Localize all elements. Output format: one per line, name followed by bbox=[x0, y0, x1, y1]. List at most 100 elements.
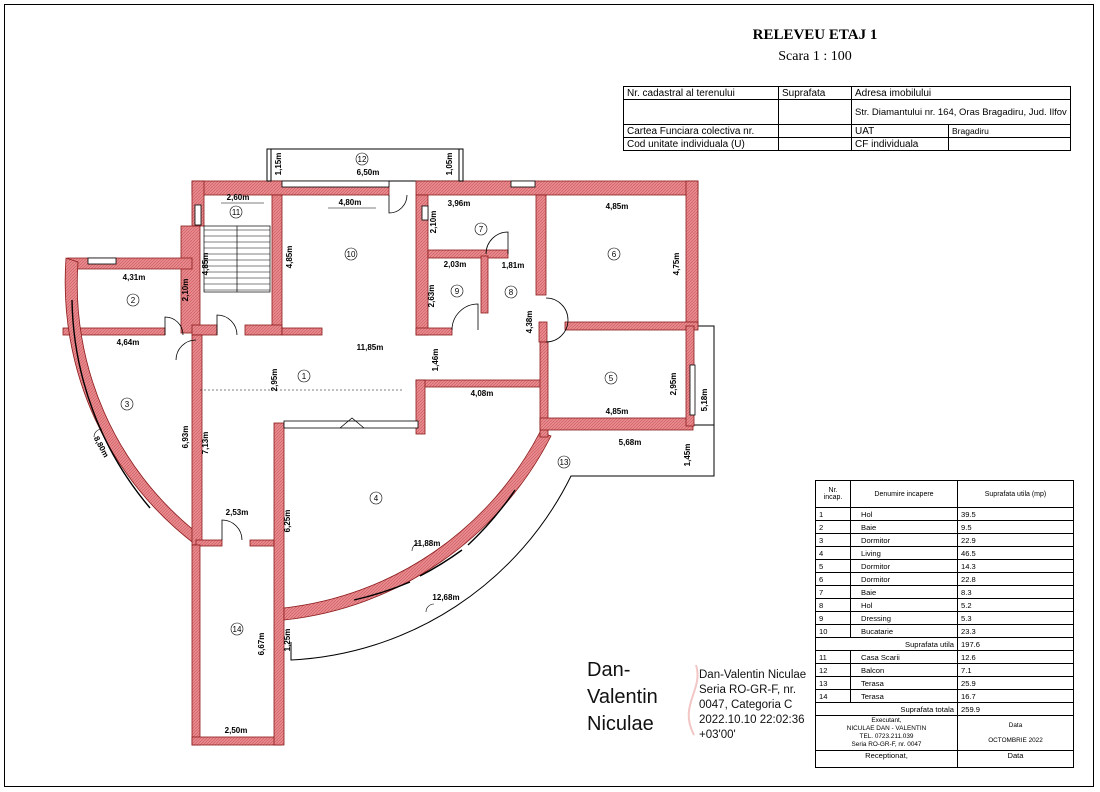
wall bbox=[415, 379, 542, 388]
legend-nr: 2 bbox=[815, 520, 851, 534]
legend-nr: 10 bbox=[815, 624, 851, 638]
legend-name: Dormitor bbox=[850, 572, 958, 586]
door-swing bbox=[175, 339, 197, 361]
legend-nr: 6 bbox=[815, 572, 851, 586]
dimension-label: 6,93m bbox=[181, 426, 190, 449]
legend-area: 22.9 bbox=[957, 533, 1074, 547]
dimension-label: 4,80m bbox=[339, 198, 362, 207]
legend-nr: 12 bbox=[815, 663, 851, 677]
wall bbox=[244, 324, 283, 336]
dimension-label: 2,95m bbox=[669, 373, 678, 396]
legend-name: Hol bbox=[850, 598, 958, 612]
wall bbox=[271, 194, 283, 333]
svg-text:4: 4 bbox=[374, 494, 379, 503]
dimension-label: 11,85m bbox=[357, 343, 384, 352]
svg-text:6: 6 bbox=[612, 250, 617, 259]
executant-line: Executant, bbox=[871, 717, 902, 724]
window bbox=[689, 364, 696, 416]
room-number: 6 bbox=[607, 247, 621, 261]
dimension-label: 12,68m bbox=[432, 593, 459, 602]
dimension-label: 4,08m bbox=[471, 389, 494, 398]
legend-area: 25.9 bbox=[957, 676, 1074, 690]
legend-area: 23.3 bbox=[957, 624, 1074, 638]
door-swing bbox=[485, 231, 509, 255]
legend-nr: 5 bbox=[815, 559, 851, 573]
legend-area: 46.5 bbox=[957, 546, 1074, 560]
balcony-ends bbox=[266, 148, 464, 182]
legend-nr: 1 bbox=[815, 507, 851, 521]
dimension-label: 2,60m bbox=[227, 193, 250, 202]
legend-name: Bucatarie bbox=[850, 624, 958, 638]
legend-col-area: Suprafata utila (mp) bbox=[957, 480, 1074, 508]
wall bbox=[191, 736, 282, 746]
room-number: 3 bbox=[120, 397, 134, 411]
drawing-title: RELEVEU ETAJ 1 bbox=[752, 27, 878, 43]
door-swing bbox=[451, 303, 479, 331]
dimension-label: 6,50m bbox=[357, 168, 380, 177]
date-label: Data bbox=[1008, 722, 1023, 729]
svg-text:13: 13 bbox=[560, 458, 569, 467]
walls bbox=[62, 180, 699, 746]
dimension-label: 1,15m bbox=[274, 153, 283, 176]
room-number: 1 bbox=[297, 369, 311, 383]
dimension-label: 3,96m bbox=[448, 199, 471, 208]
legend-area: 22.8 bbox=[957, 572, 1074, 586]
legend-name: Dormitor bbox=[850, 533, 958, 547]
door-swing bbox=[339, 417, 365, 429]
door-swing bbox=[164, 316, 184, 336]
legend-col-nr: Nr. incap. bbox=[815, 480, 851, 508]
legend-area: 39.5 bbox=[957, 507, 1074, 521]
wall bbox=[191, 544, 201, 746]
wall bbox=[191, 324, 218, 336]
legend-name: Terasa bbox=[850, 676, 958, 690]
dimension-label: 4,85m bbox=[606, 202, 629, 211]
dimension-label: 4,38m bbox=[525, 311, 534, 334]
dimension-label: 4,85m bbox=[201, 253, 210, 276]
legend-name: Baie bbox=[850, 520, 958, 534]
curved-windows bbox=[71, 299, 516, 601]
wall bbox=[415, 180, 699, 196]
dimension-label: 2,50m bbox=[225, 726, 248, 735]
legend-name: Living bbox=[850, 546, 958, 560]
legend-area: 8.3 bbox=[957, 585, 1074, 599]
room-number: 9 bbox=[450, 284, 464, 298]
room-number: 5 bbox=[604, 371, 618, 385]
room-number: 11 bbox=[229, 205, 243, 219]
cod-unitate-label: Cod unitate individuala (U) bbox=[623, 137, 779, 151]
executant-line: TEL. 0723.211.039 bbox=[859, 733, 914, 740]
legend-area: 7.1 bbox=[957, 663, 1074, 677]
room-number: 4 bbox=[369, 491, 383, 505]
wall bbox=[195, 539, 223, 547]
dimension-label: 6,67m bbox=[257, 633, 266, 656]
wall bbox=[281, 327, 323, 336]
legend-area: 5.3 bbox=[957, 611, 1074, 625]
signature-name: Dan- Valentin Niculae bbox=[587, 659, 658, 735]
dimension-label: 4,75m bbox=[672, 253, 681, 276]
door-swing bbox=[545, 319, 569, 343]
signature-details: Dan-Valentin Niculae Seria RO-GR-F, nr. … bbox=[699, 669, 807, 741]
dimension-label: 1,05m bbox=[445, 153, 454, 176]
legend-name: Baie bbox=[850, 585, 958, 599]
svg-text:8: 8 bbox=[509, 288, 514, 297]
executant-line: NICULAE DAN - VALENTIN bbox=[846, 725, 927, 732]
dimension-label: 4,64m bbox=[117, 338, 140, 347]
legend-area: 12.6 bbox=[957, 650, 1074, 664]
svg-text:7: 7 bbox=[479, 225, 484, 234]
wall bbox=[539, 417, 694, 431]
wall bbox=[538, 321, 548, 343]
dimension-label: 11,88m bbox=[414, 539, 441, 548]
dimension-label: 4,85m bbox=[285, 246, 294, 269]
terrace-14-outline bbox=[195, 545, 281, 743]
dimension-label: 6,25m bbox=[283, 510, 292, 533]
legend-area: 16.7 bbox=[957, 689, 1074, 703]
